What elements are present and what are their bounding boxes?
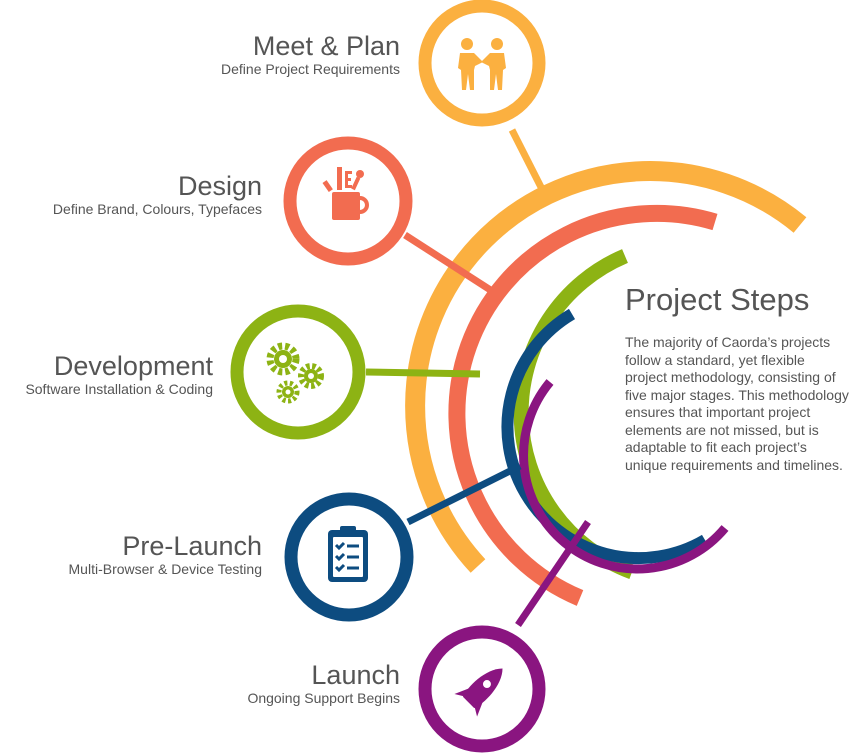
step-title: Design	[177, 171, 262, 201]
connector-pre-launch	[406, 462, 522, 526]
circle-development	[230, 304, 366, 440]
step-pre-launch-label: Pre-Launch Multi-Browser & Device Testin…	[0, 531, 262, 591]
step-subtitle: Define Brand, Colours, Typefaces	[52, 201, 262, 217]
step-subtitle: Ongoing Support Begins	[247, 690, 400, 706]
step-subtitle: Software Installation & Coding	[25, 381, 213, 397]
step-launch-label: Launch Ongoing Support Begins	[0, 660, 400, 720]
panel-body-text: The majority of Caorda’s projects follow…	[625, 334, 849, 473]
circle-meet-plan	[418, 0, 546, 127]
step-subtitle: Define Project Requirements	[221, 61, 400, 77]
step-development-label: Development Software Installation & Codi…	[0, 351, 213, 411]
arc-meet-plan	[405, 161, 807, 573]
connector-launch	[515, 520, 591, 627]
connector-design	[403, 232, 494, 294]
arc-development	[513, 249, 635, 580]
step-title: Development	[53, 351, 213, 381]
step-subtitle: Multi-Browser & Device Testing	[68, 561, 262, 577]
step-title: Launch	[311, 660, 400, 690]
panel-heading: Project Steps	[625, 282, 810, 317]
connector-development	[365, 368, 481, 378]
rocket-icon	[454, 668, 503, 717]
pencil-cup-icon	[322, 167, 369, 220]
clipboard-checklist-icon	[328, 526, 368, 582]
step-title: Meet & Plan	[252, 31, 400, 61]
step-title: Pre-Launch	[122, 531, 262, 561]
step-design-label: Design Define Brand, Colours, Typefaces	[0, 171, 262, 231]
gears-icon	[266, 342, 324, 404]
handshake-people-icon	[458, 38, 506, 90]
arc-design	[448, 204, 718, 606]
arc-launch	[519, 379, 729, 574]
step-meet-plan-label: Meet & Plan Define Project Requirements	[0, 31, 400, 91]
connector-meet-plan	[508, 128, 549, 197]
